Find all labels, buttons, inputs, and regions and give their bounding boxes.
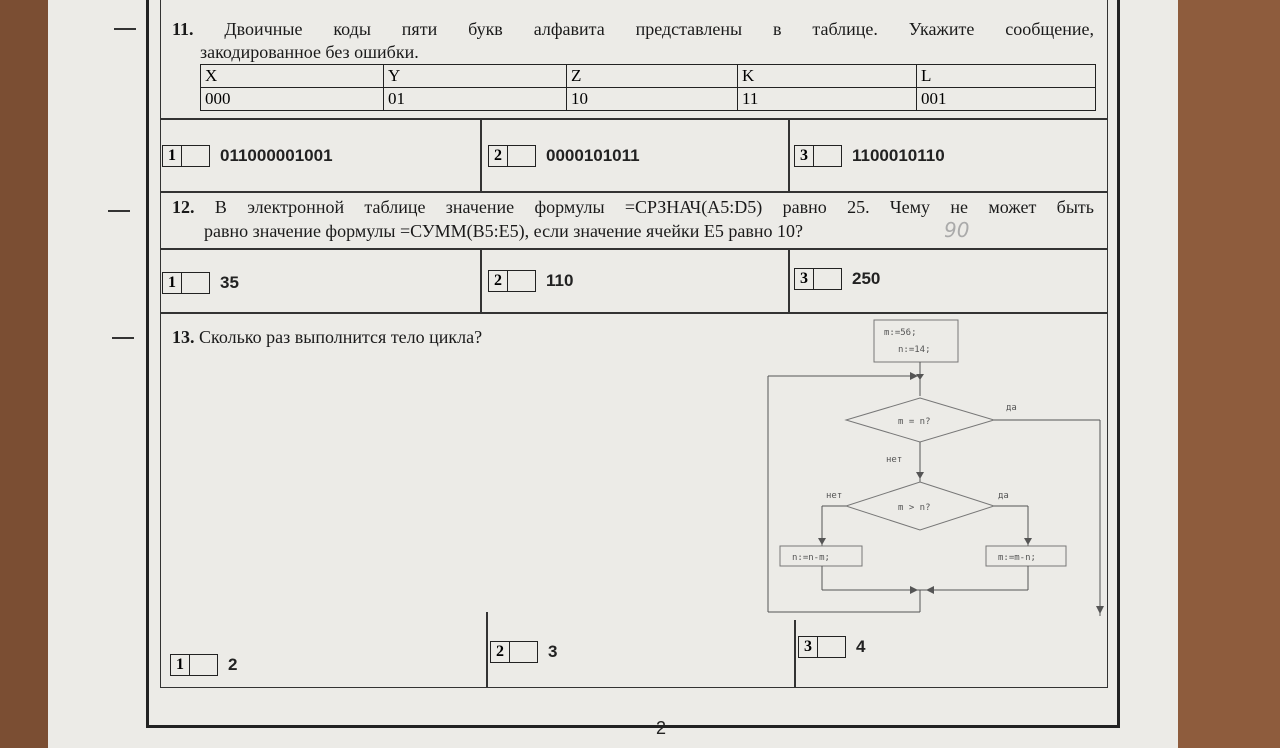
answer-checkbox[interactable] bbox=[814, 268, 842, 290]
flowchart-cond2 bbox=[844, 481, 996, 531]
flowchart-right-action: m:=m-n; bbox=[998, 553, 1036, 563]
q12-question: В электронной таблице значение формулы =… bbox=[214, 197, 1094, 217]
q12-text-line1: 12. В электронной таблице значение форму… bbox=[172, 196, 1094, 219]
divider bbox=[160, 248, 1108, 250]
table-row: X Y Z K L bbox=[200, 64, 1096, 88]
answer-value: 110 bbox=[546, 271, 574, 290]
divider bbox=[480, 248, 482, 312]
flowchart-cond2-yes: да bbox=[998, 491, 1009, 501]
answer-checkbox[interactable] bbox=[818, 636, 846, 658]
answer-value: 1100010110 bbox=[852, 146, 945, 165]
q11-answer-3[interactable]: 3 1100010110 bbox=[794, 145, 945, 167]
flowchart-cond2-no: нет bbox=[826, 491, 842, 501]
answer-checkbox[interactable] bbox=[510, 641, 538, 663]
answer-number: 1 bbox=[162, 145, 182, 167]
q11-answer-1[interactable]: 1 011000001001 bbox=[162, 145, 333, 167]
q13-answer-3[interactable]: 3 4 bbox=[798, 636, 865, 658]
q11-number: 11. bbox=[172, 19, 194, 39]
answer-checkbox[interactable] bbox=[508, 270, 536, 292]
divider bbox=[160, 118, 1108, 120]
code-table: X Y Z K L 000 01 10 11 001 bbox=[200, 64, 1096, 111]
table-header-cell: Y bbox=[383, 64, 567, 88]
flowchart-init-n: n:=14; bbox=[898, 345, 931, 355]
answer-checkbox[interactable] bbox=[508, 145, 536, 167]
divider bbox=[480, 118, 482, 192]
answer-value: 250 bbox=[852, 269, 881, 288]
table-surface-right bbox=[1170, 0, 1280, 748]
handwritten-note: 90 bbox=[944, 218, 970, 242]
q11-text-line2: закодированное без ошибки. bbox=[200, 42, 419, 62]
margin-mark bbox=[114, 28, 136, 30]
table-header-cell: K bbox=[737, 64, 917, 88]
table-header-cell: L bbox=[916, 64, 1096, 88]
answer-value: 4 bbox=[856, 637, 866, 656]
q12-number: 12. bbox=[172, 197, 195, 217]
margin-mark bbox=[108, 210, 130, 212]
q12-answer-2[interactable]: 2 110 bbox=[488, 270, 573, 292]
q13-answer-2[interactable]: 2 3 bbox=[490, 641, 557, 663]
answer-checkbox[interactable] bbox=[190, 654, 218, 676]
flowchart-init-m: m:=56; bbox=[884, 328, 917, 338]
flowchart: m:=56; n:=14; m = n? да нет m > n? нет д… bbox=[767, 319, 1104, 616]
answer-value: 0000101011 bbox=[546, 146, 640, 165]
inner-frame bbox=[160, 0, 1108, 688]
divider bbox=[160, 312, 1108, 314]
q13-number: 13. bbox=[172, 327, 195, 347]
table-cell: 10 bbox=[566, 87, 738, 111]
margin-mark bbox=[112, 337, 134, 339]
answer-number: 3 bbox=[794, 145, 814, 167]
flowchart-left-action-box bbox=[779, 545, 863, 567]
flowchart-cond2-text: m > n? bbox=[898, 503, 931, 513]
answer-number: 1 bbox=[162, 272, 182, 294]
answer-number: 3 bbox=[794, 268, 814, 290]
answer-checkbox[interactable] bbox=[182, 145, 210, 167]
table-row: 000 01 10 11 001 bbox=[200, 87, 1096, 111]
answer-number: 2 bbox=[490, 641, 510, 663]
worksheet-page bbox=[48, 0, 1178, 748]
flowchart-cond1-no: нет bbox=[886, 455, 902, 465]
flowchart-cond1-text: m = n? bbox=[898, 417, 931, 427]
q12-answer-1[interactable]: 1 35 bbox=[162, 272, 239, 294]
flowchart-cond1-yes: да bbox=[1006, 403, 1017, 413]
outer-frame bbox=[146, 0, 1120, 728]
divider bbox=[788, 248, 790, 312]
flowchart-init-box bbox=[873, 319, 959, 363]
answer-checkbox[interactable] bbox=[814, 145, 842, 167]
answer-number: 2 bbox=[488, 270, 508, 292]
page-number: 2 bbox=[656, 718, 667, 738]
divider bbox=[486, 612, 488, 688]
q11-text-line1: 11. Двоичные коды пяти букв алфавита пре… bbox=[172, 18, 1094, 41]
table-cell: 11 bbox=[737, 87, 917, 111]
answer-value: 3 bbox=[548, 642, 558, 661]
flowchart-right-action-box bbox=[985, 545, 1067, 567]
q12-text-line2: равно значение формулы =СУММ(B5:E5), есл… bbox=[204, 221, 803, 241]
table-cell: 001 bbox=[916, 87, 1096, 111]
answer-value: 2 bbox=[228, 655, 238, 674]
q13-text: 13. Сколько раз выполнится тело цикла? bbox=[172, 326, 482, 349]
q11-answer-2[interactable]: 2 0000101011 bbox=[488, 145, 640, 167]
answer-checkbox[interactable] bbox=[182, 272, 210, 294]
q13-answer-1[interactable]: 1 2 bbox=[170, 654, 237, 676]
divider bbox=[788, 118, 790, 192]
flowchart-left-action: n:=n-m; bbox=[792, 553, 830, 563]
answer-number: 1 bbox=[170, 654, 190, 676]
table-surface-left bbox=[0, 0, 48, 748]
divider bbox=[794, 620, 796, 688]
table-cell: 01 bbox=[383, 87, 567, 111]
table-header-cell: Z bbox=[566, 64, 738, 88]
table-header-cell: X bbox=[200, 64, 384, 88]
answer-number: 2 bbox=[488, 145, 508, 167]
divider bbox=[160, 191, 1108, 193]
answer-value: 35 bbox=[220, 273, 239, 292]
q12-answer-3[interactable]: 3 250 bbox=[794, 268, 880, 290]
q11-question: Двоичные коды пяти букв алфавита предста… bbox=[224, 19, 1094, 39]
table-cell: 000 bbox=[200, 87, 384, 111]
answer-number: 3 bbox=[798, 636, 818, 658]
answer-value: 011000001001 bbox=[220, 146, 333, 165]
q13-question: Сколько раз выполнится тело цикла? bbox=[199, 327, 483, 347]
